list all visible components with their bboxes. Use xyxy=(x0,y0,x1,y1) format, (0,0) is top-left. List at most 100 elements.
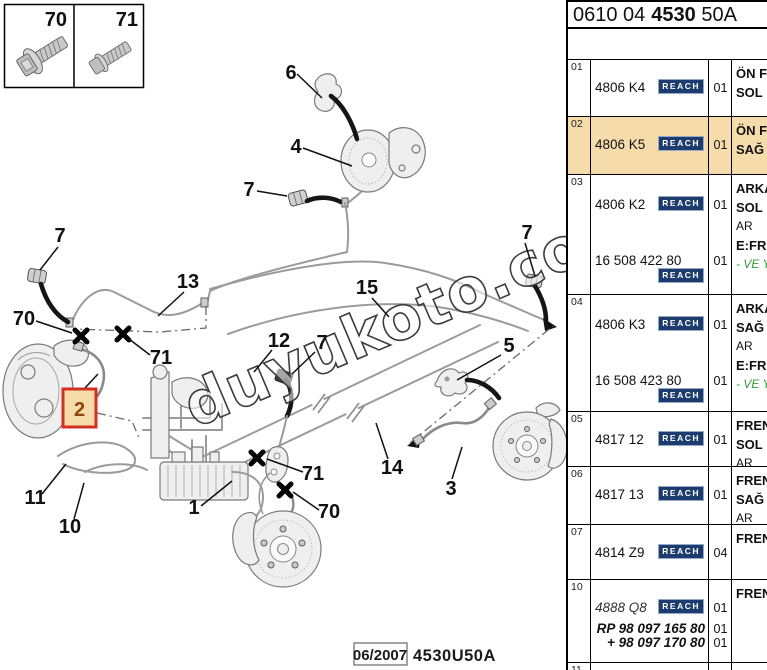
reach-badge[interactable]: REACH xyxy=(658,486,704,501)
hydraulic-unit-cluster xyxy=(57,364,264,517)
part-number[interactable]: RP 98 097 165 80 xyxy=(596,621,705,636)
callout-12[interactable]: 12 xyxy=(268,330,290,352)
reach-badge[interactable]: REACH xyxy=(658,316,704,331)
row-ref-number: 07 xyxy=(571,526,583,538)
parts-diagram: 70 71 xyxy=(2,3,567,666)
callout-leader xyxy=(73,482,85,520)
part-number[interactable]: 4817 12 xyxy=(595,432,644,447)
column-ref xyxy=(568,60,591,116)
description-line: SOL xyxy=(736,200,763,215)
callout-3[interactable]: 3 xyxy=(445,478,456,500)
part-number[interactable]: 4806 K3 xyxy=(595,317,646,332)
row-ref-number: 01 xyxy=(571,61,583,73)
column-qty xyxy=(709,412,732,466)
description-line: SOL xyxy=(736,85,763,100)
description-line: AR xyxy=(736,219,753,233)
callout-71[interactable]: 71 xyxy=(150,347,172,369)
reach-badge[interactable]: REACH xyxy=(658,544,704,559)
callout-14[interactable]: 14 xyxy=(381,457,404,479)
reach-badge[interactable]: REACH xyxy=(658,136,704,151)
column-ref xyxy=(568,295,591,411)
reach-badge[interactable]: REACH xyxy=(658,431,704,446)
part-number[interactable]: 4806 K2 xyxy=(595,197,646,212)
part-number[interactable]: 4806 K4 xyxy=(595,80,646,95)
reach-badge[interactable]: REACH xyxy=(658,79,704,94)
column-part xyxy=(591,412,709,466)
row-ref-number: 02 xyxy=(571,118,583,130)
callout-71[interactable]: 71 xyxy=(302,463,324,485)
description-line: FREN xyxy=(736,418,767,433)
clip-icon xyxy=(26,268,48,284)
part-number[interactable]: 4814 Z9 xyxy=(595,545,645,560)
description-line: SAĞ xyxy=(736,320,765,335)
callout-leader xyxy=(451,446,463,480)
callout-7[interactable]: 7 xyxy=(54,225,65,247)
description-line: ÖN FR xyxy=(736,123,767,138)
column-ref xyxy=(568,117,591,174)
callout-2[interactable]: 2 xyxy=(74,399,85,421)
callout-11[interactable]: 11 xyxy=(24,487,45,509)
callout-70[interactable]: 70 xyxy=(318,501,340,523)
column-part xyxy=(591,525,709,579)
column-part xyxy=(591,175,709,294)
part-number[interactable]: + 98 097 170 80 xyxy=(607,635,705,650)
callout-leader xyxy=(35,320,73,334)
callout-1[interactable]: 1 xyxy=(188,497,199,519)
callout-4[interactable]: 4 xyxy=(290,136,302,158)
column-qty xyxy=(709,117,732,174)
quantity: 01 xyxy=(713,81,728,95)
callout-leader xyxy=(157,291,185,317)
footer: 06/2007 4530U50A xyxy=(353,642,496,666)
callout-13[interactable]: 13 xyxy=(177,271,199,293)
callout-10[interactable]: 10 xyxy=(59,516,81,538)
bolt-70-icon xyxy=(16,36,69,77)
row-ref-number: 10 xyxy=(571,581,583,593)
reference-lines xyxy=(73,306,554,444)
quantity: 01 xyxy=(713,254,728,268)
column-qty xyxy=(709,580,732,662)
column-qty xyxy=(709,175,732,294)
part-number[interactable]: 16 508 423 80 xyxy=(595,373,682,388)
part-number[interactable]: 4817 13 xyxy=(595,487,644,502)
part-number[interactable]: 4806 K5 xyxy=(595,137,646,152)
callout-7[interactable]: 7 xyxy=(243,179,254,201)
description-line: E:FRE xyxy=(736,238,767,253)
front-brake-assembly xyxy=(287,73,426,208)
callout-15[interactable]: 15 xyxy=(356,277,378,299)
union-x-mark xyxy=(248,449,266,467)
callout-5[interactable]: 5 xyxy=(503,335,514,357)
part-number[interactable]: 4888 Q8 xyxy=(595,600,647,615)
highlighted-part-2[interactable]: 2 xyxy=(61,373,99,429)
highlight-box[interactable] xyxy=(61,387,98,429)
callout-7[interactable]: 7 xyxy=(316,332,327,354)
quantity: 01 xyxy=(713,488,728,502)
column-part xyxy=(591,295,709,411)
column-ref xyxy=(568,467,591,524)
callout-6[interactable]: 6 xyxy=(285,62,296,84)
reach-badge[interactable]: REACH xyxy=(658,268,704,283)
parts-row-11[interactable]: 11FREN xyxy=(568,663,767,670)
callout-7[interactable]: 7 xyxy=(521,222,532,244)
union-x-mark xyxy=(114,325,132,343)
reach-badge[interactable]: REACH xyxy=(658,599,704,614)
footer-plan-code: 4530U50A xyxy=(413,647,496,665)
reach-badge[interactable]: REACH xyxy=(658,196,704,211)
callout-leader xyxy=(524,242,536,277)
callout-70[interactable]: 70 xyxy=(13,308,35,330)
part-number[interactable]: 16 508 422 80 xyxy=(595,253,682,268)
footer-date: 06/2007 xyxy=(353,647,407,664)
reach-badge[interactable]: REACH xyxy=(658,388,704,403)
row-ref-number: 05 xyxy=(571,413,583,425)
column-qty xyxy=(709,60,732,116)
callout-leader xyxy=(456,354,502,381)
